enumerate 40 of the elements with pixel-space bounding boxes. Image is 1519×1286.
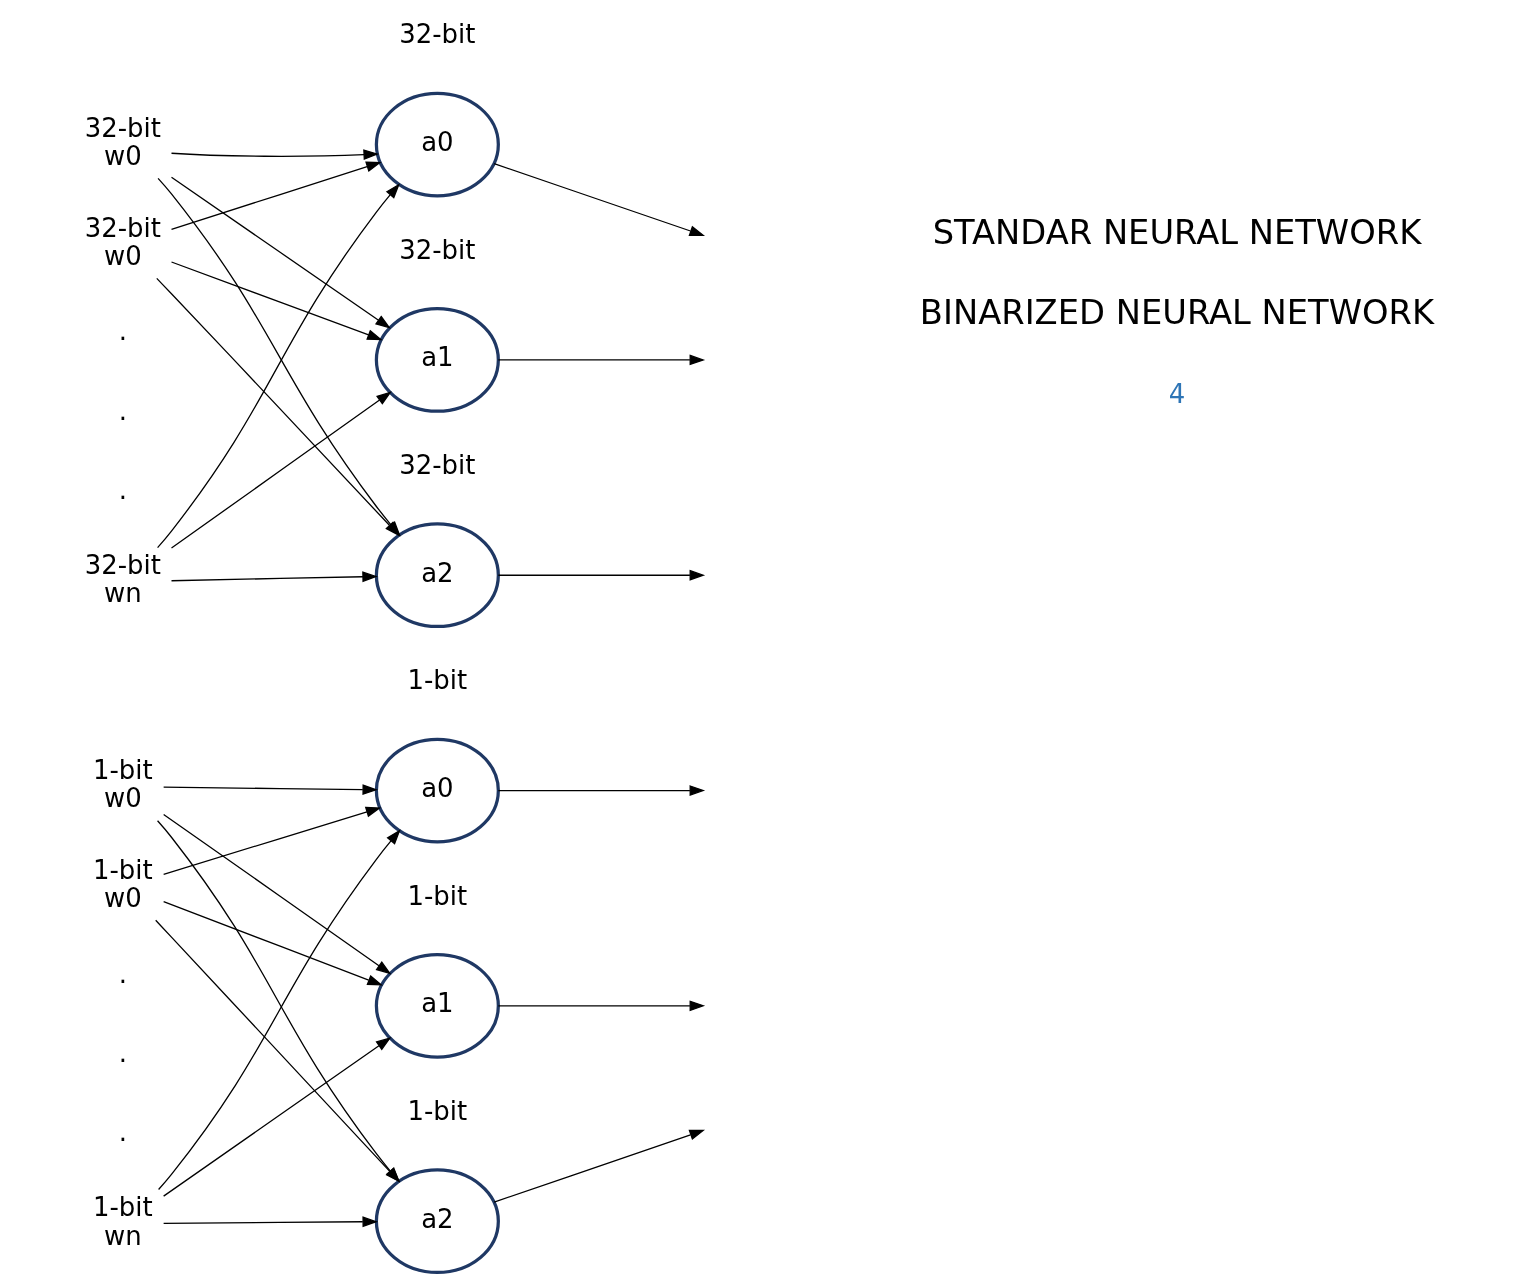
label: 4 <box>1168 378 1186 409</box>
arrow <box>170 176 391 329</box>
arrow <box>163 901 383 986</box>
node-label: 1-bit <box>407 1095 468 1126</box>
node-text: 32-bit wn <box>84 549 161 609</box>
label: . <box>118 1037 127 1068</box>
node-text: 32-bit w0 <box>84 212 161 272</box>
arrow <box>170 149 379 161</box>
arrow <box>497 354 706 366</box>
label: . <box>118 958 127 989</box>
label: BINARIZED NEURAL NETWORK <box>919 292 1435 332</box>
label: . <box>118 474 127 505</box>
arrow <box>163 1037 392 1197</box>
arrow <box>163 1216 379 1228</box>
node-label: 1-bit <box>407 880 468 911</box>
node-label: 32-bit <box>399 234 476 265</box>
arrow <box>497 1000 706 1012</box>
label: . <box>118 1116 127 1147</box>
arrow <box>493 1129 706 1203</box>
arrow <box>497 569 706 581</box>
arrow <box>163 784 379 796</box>
node-label: 32-bit <box>399 19 476 50</box>
arrow <box>155 919 401 1183</box>
arrow <box>163 806 382 875</box>
arrow <box>170 391 392 549</box>
node-text: 1-bit wn <box>92 1191 153 1251</box>
node-text: 1-bit w0 <box>92 754 153 814</box>
arrow <box>497 785 706 796</box>
arrow <box>493 163 706 237</box>
node-text: 1-bit w0 <box>92 854 153 914</box>
label: STANDAR NEURAL NETWORK <box>932 212 1422 252</box>
node-label: 1-bit <box>407 665 468 696</box>
label: . <box>118 316 127 347</box>
label: . <box>118 395 127 426</box>
node-text: 32-bit w0 <box>84 112 161 172</box>
arrow <box>170 571 378 583</box>
arrow <box>170 161 382 230</box>
arrow <box>170 261 383 341</box>
arrow <box>163 813 392 975</box>
node-label: 32-bit <box>399 450 476 481</box>
